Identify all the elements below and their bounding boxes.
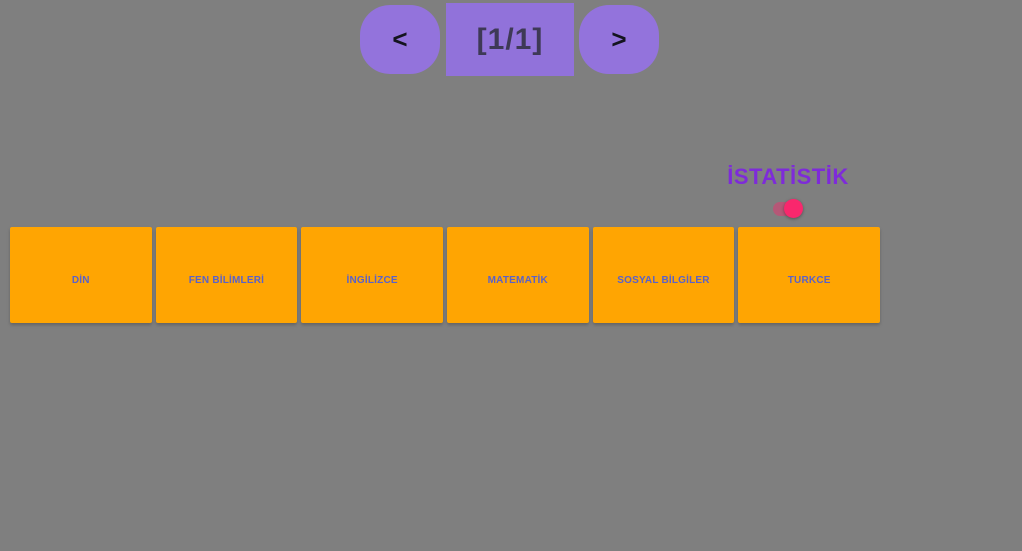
- switch-knob-icon: [784, 199, 803, 218]
- prev-page-button[interactable]: <: [360, 5, 440, 74]
- subject-card-label: MATEMATİK: [487, 274, 548, 286]
- subject-card[interactable]: İNGİLİZCE: [301, 227, 443, 323]
- next-page-button[interactable]: >: [579, 5, 659, 74]
- subject-card[interactable]: MATEMATİK: [447, 227, 589, 323]
- subject-cards-row: DİN FEN BİLİMLERİ İNGİLİZCE MATEMATİK SOSYAL…: [10, 227, 880, 323]
- subject-card[interactable]: TURKCE: [738, 227, 880, 323]
- subject-card-label: TURKCE: [787, 274, 831, 286]
- statistics-toggle-switch[interactable]: [771, 197, 805, 221]
- subject-card-label: SOSYAL BİLGİLER: [617, 274, 710, 286]
- subject-card[interactable]: FEN BİLİMLERİ: [155, 227, 298, 323]
- statistics-title: İSTATİSTİK: [727, 164, 849, 189]
- subject-card[interactable]: SOSYAL BİLGİLER: [592, 227, 735, 323]
- subject-card-label: DİN: [71, 274, 90, 286]
- subject-card-label: FEN BİLİMLERİ: [188, 274, 265, 286]
- subject-card-label: İNGİLİZCE: [346, 274, 398, 286]
- subject-card[interactable]: DİN: [10, 227, 152, 323]
- page-indicator: [1/1]: [446, 3, 574, 76]
